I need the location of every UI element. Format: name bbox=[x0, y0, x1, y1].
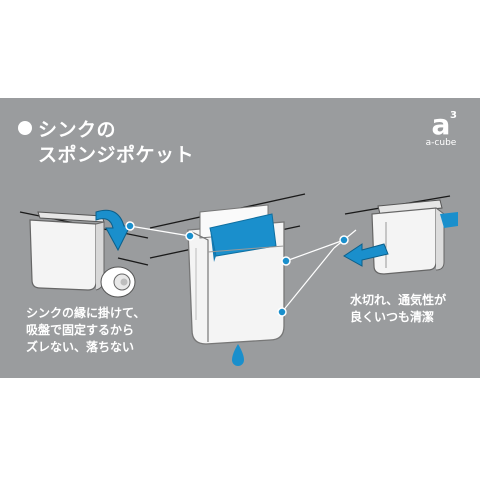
airflow-arrow-icon bbox=[440, 212, 458, 228]
left-holder bbox=[29, 211, 105, 291]
logo-superscript: 3 bbox=[450, 110, 457, 121]
logo-mark: a bbox=[431, 108, 451, 141]
water-flow-arrow-icon bbox=[343, 243, 389, 267]
callout-dots bbox=[125, 221, 349, 317]
center-holder bbox=[187, 204, 285, 345]
caption-left-line-1: シンクの縁に掛けて、 bbox=[26, 306, 146, 320]
caption-left: シンクの縁に掛けて、 吸盤で固定するから ズレない、落ちない bbox=[26, 305, 145, 356]
title-line-2: スポンジポケット bbox=[38, 144, 195, 166]
page-title: シンクの スポンジポケット bbox=[18, 118, 194, 168]
logo-wordmark: a-cube bbox=[425, 138, 457, 148]
brand-logo: a 3 a-cube bbox=[419, 108, 463, 156]
caption-right-line-1: 水切れ、通気性が bbox=[350, 293, 447, 307]
title-line-1: シンクの bbox=[38, 119, 117, 141]
water-drop-icon bbox=[232, 344, 244, 366]
caption-right: 水切れ、通気性が 良くいつも清潔 bbox=[350, 292, 446, 326]
rotate-arrow-icon bbox=[95, 209, 131, 252]
caption-left-line-3: ズレない、落ちない bbox=[26, 340, 135, 354]
caption-left-line-2: 吸盤で固定するから bbox=[26, 323, 135, 337]
bullet-icon bbox=[18, 121, 32, 135]
caption-right-line-2: 良くいつも清潔 bbox=[350, 310, 435, 324]
right-holder bbox=[371, 199, 445, 275]
suction-cup-icon bbox=[100, 266, 136, 298]
